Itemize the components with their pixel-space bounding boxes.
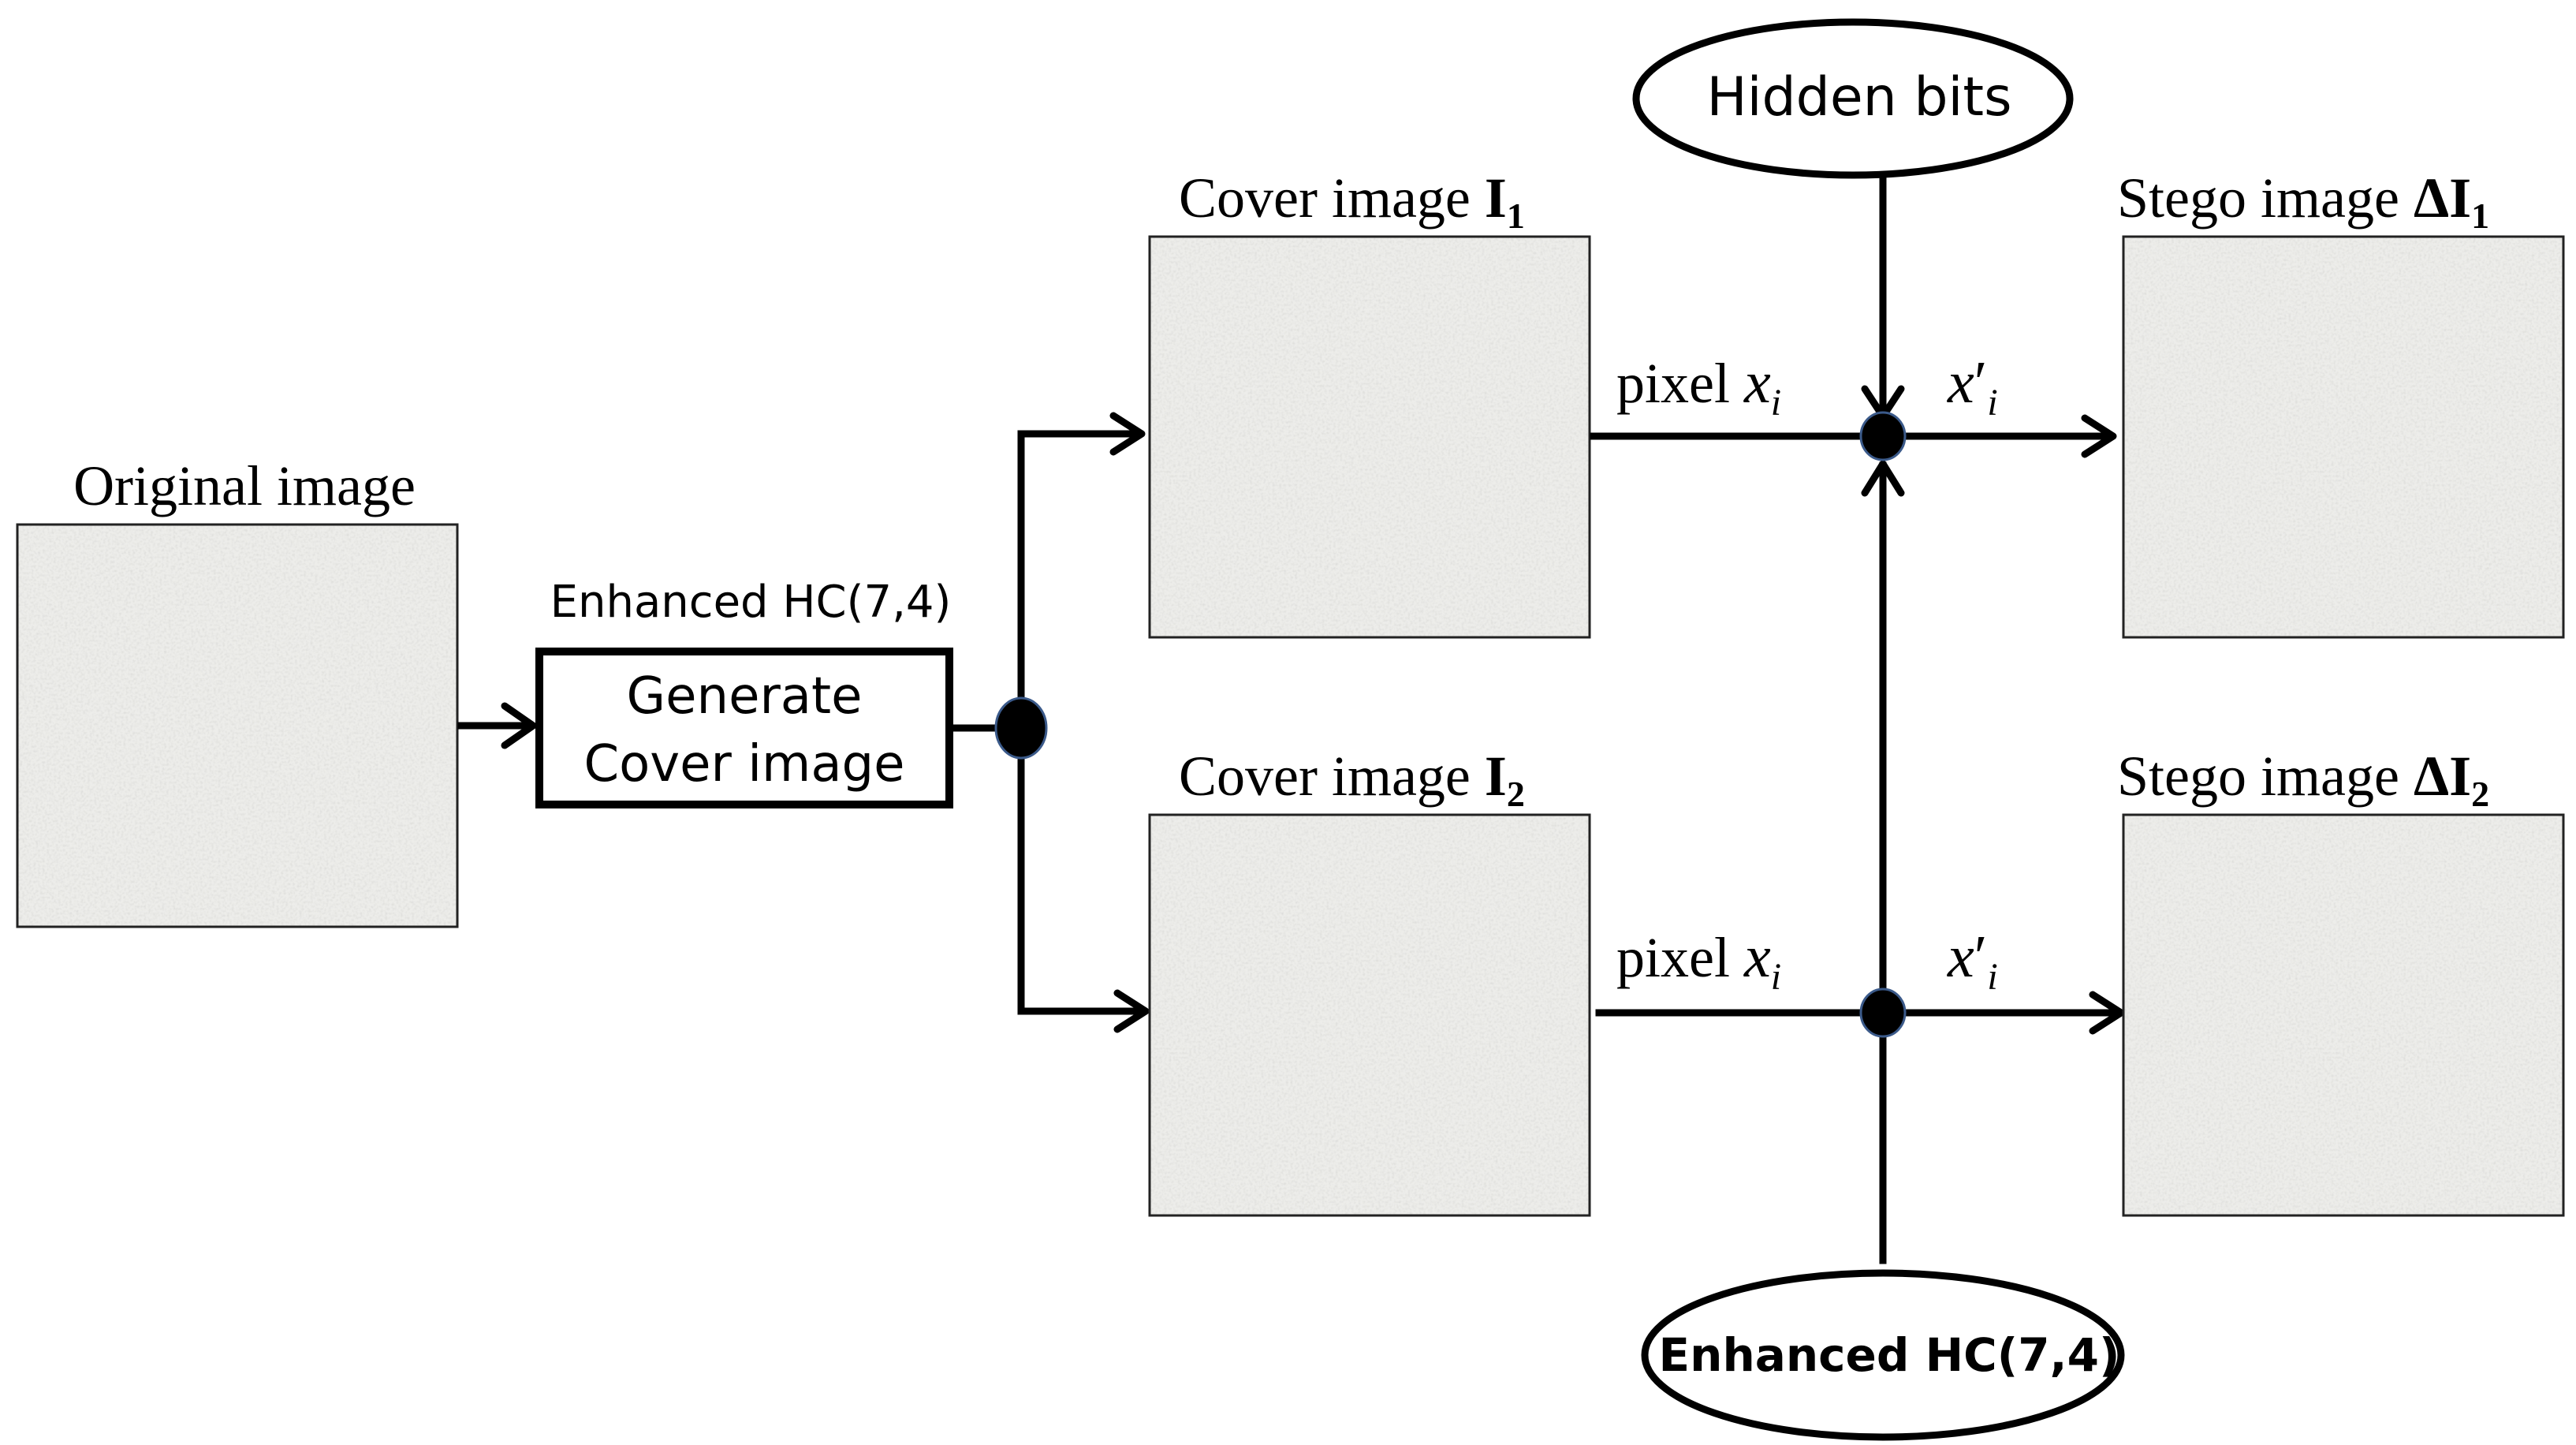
output-sub-top: i xyxy=(1987,382,1997,424)
stego-image-2 xyxy=(2122,813,2565,1217)
cover-image-2-subscript: 2 xyxy=(1507,774,1525,814)
stego-image-2-symbol: I xyxy=(2449,745,2471,808)
stego-image-1 xyxy=(2122,235,2565,639)
output-sub-bottom: i xyxy=(1987,956,1997,998)
embed-junction-top xyxy=(1859,411,1907,461)
output-label-bottom: x′i xyxy=(1947,924,1998,998)
stego-image-2-prefix: Stego image xyxy=(2117,745,2414,808)
embed-junction-bottom xyxy=(1859,988,1907,1038)
original-image-label: Original image xyxy=(73,454,416,517)
stego-image-1-label: Stego image ΔI1 xyxy=(2117,166,2489,236)
pixel-word-bottom: pixel xyxy=(1616,926,1744,989)
cover-image-1-label: Cover image I1 xyxy=(1179,166,1525,236)
pixel-var-bottom: x xyxy=(1743,924,1771,990)
branch-to-cover1 xyxy=(1017,430,1139,732)
cover-image-2 xyxy=(1148,813,1591,1217)
arrowhead-original-to-generate xyxy=(501,702,537,749)
cover-image-2-symbol: I xyxy=(1485,745,1507,808)
stego-image-1-delta: Δ xyxy=(2414,166,2449,230)
pixel-var-top: x xyxy=(1743,349,1771,416)
stego-image-2-label: Stego image ΔI2 xyxy=(2117,745,2489,814)
pixel-word-top: pixel xyxy=(1616,352,1744,415)
pixel-sub-top: i xyxy=(1771,382,1781,424)
output-prime-bottom: ′ xyxy=(1974,924,1988,990)
enhanced-hc-bottom-label: Enhanced HC(7,4) xyxy=(1659,1328,2120,1382)
cover-image-2-label: Cover image I2 xyxy=(1179,745,1525,814)
split-junction xyxy=(994,696,1048,760)
arrowhead-stego2 xyxy=(2089,991,2125,1035)
generate-cover-image-box xyxy=(535,648,953,808)
cover-image-1 xyxy=(1148,235,1591,639)
output-var-top: x xyxy=(1947,349,1974,416)
output-prime-top: ′ xyxy=(1974,349,1988,416)
arrowhead-cover2 xyxy=(1113,989,1150,1033)
stego-image-2-subscript: 2 xyxy=(2471,774,2489,814)
output-label-top: x′i xyxy=(1947,349,1998,424)
hidden-bits-ellipse xyxy=(1632,18,2074,179)
cover-image-2-prefix: Cover image xyxy=(1179,745,1485,808)
generate-box-line2: Cover image xyxy=(583,735,904,793)
pixel-sub-bottom: i xyxy=(1771,956,1781,998)
output-var-bottom: x xyxy=(1947,924,1974,990)
cover-image-1-symbol: I xyxy=(1485,166,1507,230)
arrowhead-stego1 xyxy=(2081,414,2117,458)
generate-box-line1: Generate xyxy=(627,667,863,726)
stego-image-1-prefix: Stego image xyxy=(2117,166,2414,230)
branch-to-cover2 xyxy=(1017,724,1143,1015)
stego-image-2-delta: Δ xyxy=(2414,745,2449,808)
arrowhead-enhanced-hc-up xyxy=(1861,460,1905,497)
pixel-label-bottom: pixel xi xyxy=(1616,924,1781,998)
original-image xyxy=(16,523,459,928)
enhanced-hc-ellipse xyxy=(1641,1269,2125,1441)
pixel-label-top: pixel xi xyxy=(1616,349,1781,424)
hidden-bits-label: Hidden bits xyxy=(1706,66,2011,129)
stego-image-1-subscript: 1 xyxy=(2471,196,2489,236)
cover-image-1-prefix: Cover image xyxy=(1179,166,1485,230)
cover-image-1-subscript: 1 xyxy=(1507,196,1525,236)
enhanced-hc-label: Enhanced HC(7,4) xyxy=(550,577,952,628)
stego-image-1-symbol: I xyxy=(2449,166,2471,230)
arrowhead-cover1 xyxy=(1109,412,1146,456)
